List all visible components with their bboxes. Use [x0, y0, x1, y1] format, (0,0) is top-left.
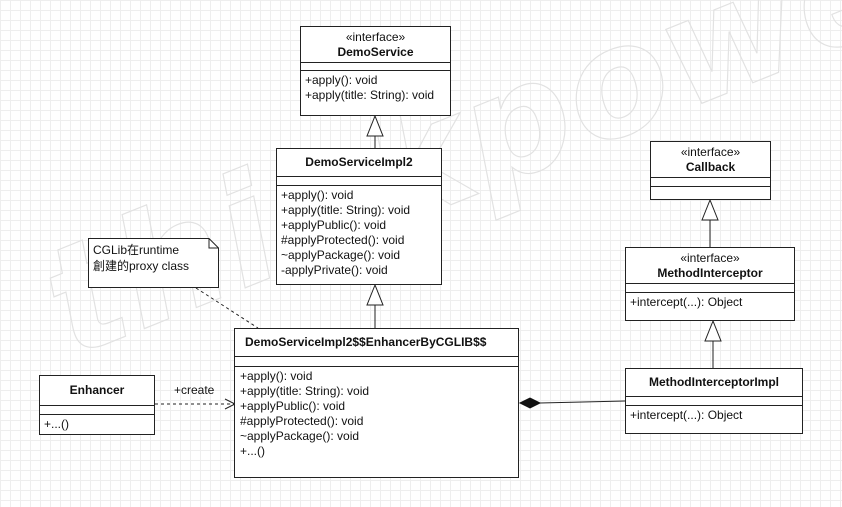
methods-section: +apply(): void +apply(title: String): vo…	[277, 186, 441, 280]
method-row: #applyProtected(): void	[240, 414, 364, 428]
class-callback[interactable]: «interface» Callback	[650, 141, 771, 200]
class-methodinterceptorimpl-header: MethodInterceptorImpl	[626, 369, 802, 397]
note-text: CGLib在runtime 創建的proxy class	[93, 242, 189, 274]
attributes-section	[235, 357, 518, 367]
relation-composition	[539, 400, 626, 404]
generalization-arrowhead	[366, 114, 384, 137]
class-demoservice-header: «interface» DemoService	[301, 27, 450, 63]
method-row: ~applyPackage(): void	[240, 429, 360, 443]
stereotype-label: «interface»	[680, 145, 741, 159]
method-row: +apply(): void	[240, 369, 313, 383]
class-name: Enhancer	[69, 383, 125, 397]
methods-section: +...()	[40, 415, 154, 434]
method-row: +...()	[240, 444, 266, 458]
dependency-label-create: +create	[174, 383, 215, 397]
note-line: CGLib在runtime	[93, 243, 180, 257]
class-demoserviceimpl2[interactable]: DemoServiceImpl2 +apply(): void +apply(t…	[276, 148, 442, 285]
method-row: ~applyPackage(): void	[281, 248, 401, 262]
method-row: +apply(title: String): void	[240, 384, 370, 398]
class-demoservice[interactable]: «interface» DemoService +apply(): void +…	[300, 26, 451, 116]
methods-section: +intercept(...): Object	[626, 406, 802, 425]
attributes-section	[301, 63, 450, 71]
stereotype-label: «interface»	[345, 30, 406, 44]
class-callback-header: «interface» Callback	[651, 142, 770, 178]
note-shape	[88, 238, 219, 288]
class-name: Callback	[685, 160, 736, 174]
attributes-section	[626, 397, 802, 406]
method-row: +applyPublic(): void	[240, 399, 346, 413]
composition-diamond	[518, 397, 542, 409]
class-enhancer-proxy[interactable]: DemoServiceImpl2$$EnhancerByCGLIB$$ +app…	[234, 328, 519, 478]
class-name: MethodInterceptorImpl	[648, 375, 779, 389]
note-anchor-line	[195, 287, 259, 329]
method-row: +...()	[44, 417, 70, 431]
class-enhancer-proxy-header: DemoServiceImpl2$$EnhancerByCGLIB$$	[235, 329, 518, 357]
method-row: +apply(title: String): void	[305, 88, 435, 102]
method-row: -applyPrivate(): void	[281, 263, 388, 277]
attributes-section	[40, 406, 154, 415]
method-row: +intercept(...): Object	[630, 408, 743, 422]
method-row: +apply(): void	[281, 188, 354, 202]
class-name: DemoServiceImpl2	[305, 155, 413, 169]
class-enhancer-header: Enhancer	[40, 376, 154, 406]
class-methodinterceptorimpl[interactable]: MethodInterceptorImpl +intercept(...): O…	[625, 368, 803, 434]
methods-section: +intercept(...): Object	[626, 293, 794, 312]
generalization-arrowhead	[701, 198, 719, 221]
attributes-section	[651, 178, 770, 187]
attributes-section	[626, 284, 794, 293]
method-row: #applyProtected(): void	[281, 233, 405, 247]
class-name: DemoServiceImpl2$$EnhancerByCGLIB$$	[245, 335, 487, 349]
methods-section: +apply(): void +apply(title: String): vo…	[301, 71, 450, 105]
methods-section	[651, 187, 770, 195]
method-row: +apply(): void	[305, 73, 378, 87]
class-enhancer[interactable]: Enhancer +...()	[39, 375, 155, 435]
note[interactable]: CGLib在runtime 創建的proxy class	[88, 238, 219, 288]
class-name: MethodInterceptor	[657, 266, 763, 280]
generalization-arrowhead	[366, 283, 384, 306]
class-methodinterceptor[interactable]: «interface» MethodInterceptor +intercept…	[625, 247, 795, 321]
stereotype-label: «interface»	[680, 251, 740, 265]
method-row: +applyPublic(): void	[281, 218, 387, 232]
class-demoserviceimpl2-header: DemoServiceImpl2	[277, 149, 441, 177]
methods-section: +apply(): void +apply(title: String): vo…	[235, 367, 518, 461]
attributes-section	[277, 177, 441, 186]
class-name: DemoService	[337, 45, 414, 59]
method-row: +intercept(...): Object	[630, 295, 743, 309]
class-methodinterceptor-header: «interface» MethodInterceptor	[626, 248, 794, 284]
generalization-arrowhead	[704, 319, 722, 342]
method-row: +apply(title: String): void	[281, 203, 411, 217]
note-line: 創建的proxy class	[93, 259, 190, 273]
